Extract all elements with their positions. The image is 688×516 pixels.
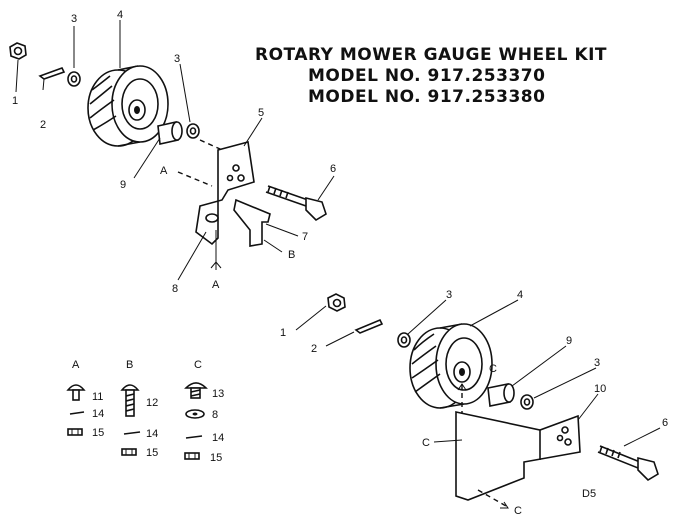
callout-7: 7 bbox=[302, 231, 308, 243]
callout-A-upper: A bbox=[160, 165, 168, 177]
callout-6-lower: 6 bbox=[662, 417, 668, 429]
callout-1-lower: 1 bbox=[280, 327, 286, 339]
callout-B-upper: B bbox=[288, 249, 295, 261]
legend-A-item-15: 15 bbox=[92, 427, 104, 439]
nut-icon-b bbox=[121, 448, 137, 456]
nut-part-1-lower bbox=[327, 293, 346, 312]
callout-A-lower: A bbox=[212, 279, 220, 291]
callout-2-upper: 2 bbox=[40, 119, 46, 131]
legend-C-item-15: 15 bbox=[210, 452, 222, 464]
clip-part-2 bbox=[38, 67, 66, 91]
spacer-part-9 bbox=[157, 121, 183, 145]
bolt-part-6-lower bbox=[597, 445, 659, 482]
washer-part-3 bbox=[67, 71, 81, 87]
callout-10: 10 bbox=[594, 383, 606, 395]
callout-9-upper: 9 bbox=[120, 179, 126, 191]
callout-2-lower: 2 bbox=[311, 343, 317, 355]
legend-C-item-8: 8 bbox=[212, 409, 218, 421]
lockwasher-icon-c bbox=[185, 435, 203, 439]
nut-part-1 bbox=[9, 42, 27, 60]
carriage-bolt-icon bbox=[66, 384, 86, 401]
callout-3-upper: 3 bbox=[71, 13, 77, 25]
legend-header-A: A bbox=[72, 359, 80, 371]
bolt-part-6 bbox=[265, 185, 327, 222]
spacer-part-9-lower bbox=[487, 383, 515, 407]
callout-C-lower: C bbox=[489, 363, 497, 375]
callout-6-upper: 6 bbox=[330, 163, 336, 175]
wheel-part-4-lower bbox=[409, 323, 493, 409]
washer-part-3-second bbox=[186, 123, 200, 139]
bracket-part-5 bbox=[195, 140, 255, 246]
lower-assembly bbox=[295, 293, 661, 509]
nut-icon-c bbox=[184, 452, 200, 460]
washer-part-3-lower-b bbox=[520, 394, 534, 410]
nut-icon bbox=[67, 428, 83, 436]
diagram-title-line3: MODEL NO. 917.253380 bbox=[308, 87, 545, 107]
legend-A-item-11: 11 bbox=[92, 391, 103, 403]
callout-9-lower: 9 bbox=[566, 335, 572, 347]
flat-washer-icon bbox=[185, 409, 205, 419]
page-code: D5 bbox=[582, 488, 596, 500]
callout-C-bottom: C bbox=[514, 505, 522, 516]
diagram-title-line2: MODEL NO. 917.253370 bbox=[308, 66, 545, 86]
legend-C-item-14: 14 bbox=[212, 432, 224, 444]
callout-4-upper: 4 bbox=[117, 9, 123, 21]
callout-C-left: C bbox=[422, 437, 430, 449]
callout-8-upper: 8 bbox=[172, 283, 178, 295]
callout-4-lower: 4 bbox=[517, 289, 523, 301]
legend-C-item-13: 13 bbox=[212, 388, 224, 400]
upper-assembly bbox=[9, 20, 335, 281]
hardware-legend: A 11 14 15 B 12 14 15 bbox=[66, 359, 224, 464]
clip-part-2-lower bbox=[354, 318, 384, 334]
bolt-icon-c bbox=[184, 382, 208, 399]
callout-5: 5 bbox=[258, 107, 264, 119]
legend-A-item-14: 14 bbox=[92, 408, 104, 420]
callout-3-upper-b: 3 bbox=[174, 53, 180, 65]
callout-3-lower-b: 3 bbox=[594, 357, 600, 369]
lockwasher-icon-b bbox=[123, 431, 141, 435]
legend-B-item-12: 12 bbox=[146, 397, 158, 409]
legend-B-item-14: 14 bbox=[146, 428, 158, 440]
legend-header-C: C bbox=[194, 359, 202, 371]
callout-3-lower: 3 bbox=[446, 289, 452, 301]
legend-header-B: B bbox=[126, 359, 133, 371]
lockwasher-icon bbox=[69, 411, 85, 415]
bracket-part-7 bbox=[233, 198, 271, 247]
wheel-part-4 bbox=[87, 65, 169, 147]
washer-part-3-lower bbox=[397, 332, 411, 348]
callout-1-upper: 1 bbox=[12, 95, 18, 107]
diagram-title-line1: ROTARY MOWER GAUGE WHEEL KIT bbox=[255, 45, 607, 65]
legend-B-item-15: 15 bbox=[146, 447, 158, 459]
bracket-part-10 bbox=[455, 411, 581, 501]
long-bolt-icon bbox=[120, 384, 140, 417]
